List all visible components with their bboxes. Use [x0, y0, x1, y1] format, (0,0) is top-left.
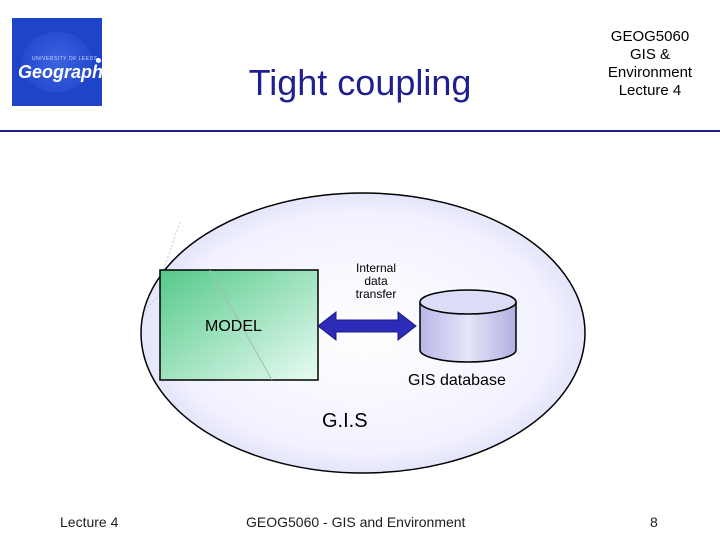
logo-wordmark: Geography [18, 62, 114, 82]
model-box [159, 269, 319, 381]
course-line: GEOG5060 [610, 28, 690, 45]
course-info: GEOG5060 GIS & Environment Lecture 4 [590, 28, 710, 100]
model-label: MODEL [205, 318, 262, 335]
course-line: Environment [607, 64, 693, 81]
transfer-line: data [364, 274, 388, 288]
university-logo: UNIVERSITY OF LEEDS Geography [12, 18, 113, 106]
shading-line [144, 294, 161, 311]
logo-small-text: UNIVERSITY OF LEEDS [32, 56, 98, 62]
course-line: GIS & [629, 46, 670, 63]
logo-dot [96, 58, 101, 63]
transfer-line: transfer [355, 287, 397, 301]
footer-page-number: 8 [650, 514, 658, 530]
gis-boundary-ellipse [140, 192, 586, 474]
internal-transfer-label: Internal data transfer [336, 262, 416, 301]
model-shading-line [209, 269, 273, 381]
footer-lecture: Lecture 4 [60, 514, 119, 530]
bidirectional-arrow [317, 310, 417, 342]
transfer-line: Internal [355, 261, 397, 275]
gis-database-cylinder [419, 302, 517, 363]
footer-course: GEOG5060 - GIS and Environment [246, 514, 466, 530]
gis-label: G.I.S [322, 410, 368, 432]
slide-title: Tight coupling [248, 62, 472, 103]
logo-globe [22, 32, 92, 92]
course-line: Lecture 4 [618, 82, 682, 99]
cylinder-top [419, 289, 517, 315]
gis-database-label: GIS database [408, 372, 506, 389]
header-divider [0, 130, 720, 132]
